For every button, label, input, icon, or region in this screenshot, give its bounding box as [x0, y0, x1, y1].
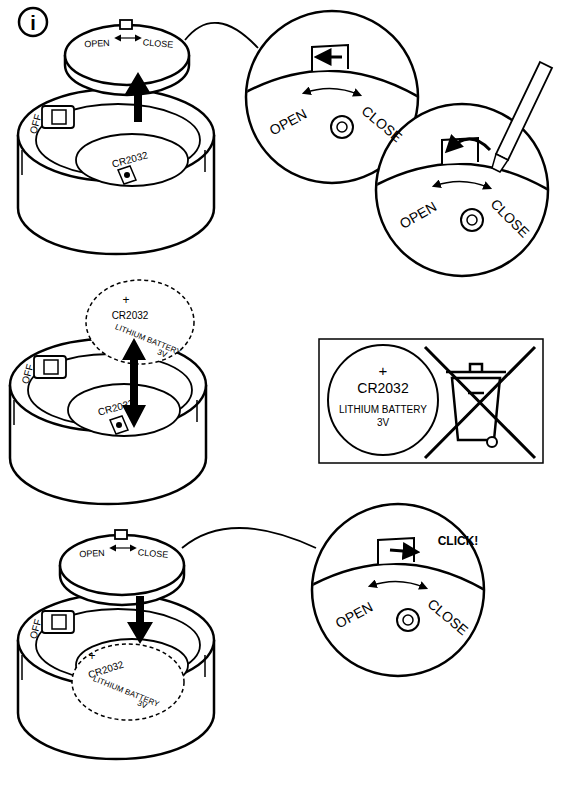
battery [328, 345, 438, 455]
printed-label: LITHIUM BATTERY [114, 323, 182, 357]
leader-line [182, 528, 316, 548]
printed-label: CLOSE [488, 196, 531, 239]
device [18, 89, 214, 254]
battery-outline [72, 644, 184, 720]
printed-label: CR2032 [112, 311, 149, 321]
printed-label: OPEN [84, 39, 110, 49]
info-symbol: i [30, 13, 36, 33]
printed-label: CLOSE [359, 103, 404, 144]
printed-label: OPEN [333, 600, 375, 631]
printed-label: 3V [377, 418, 389, 428]
printed-label: CLOSE [425, 596, 470, 637]
printed-label: 3V [136, 699, 148, 710]
magnifier-view [303, 504, 493, 676]
printed-label: LITHIUM BATTERY [339, 405, 427, 415]
printed-label: CR2032 [97, 398, 135, 417]
printed-label: CLOSE [137, 548, 168, 560]
printed-label: OPEN [79, 549, 105, 559]
battery-lid [65, 20, 189, 95]
printed-label: OFF [21, 363, 36, 385]
pry-arrow [448, 139, 490, 150]
slide-arrow [390, 550, 416, 552]
bin-wheel [487, 437, 497, 447]
printed-label: + [122, 294, 129, 306]
disposal-box [319, 339, 543, 463]
printed-label: CLOSE [142, 38, 173, 50]
cross-out [425, 347, 535, 458]
leader-line [185, 23, 258, 48]
printed-label: OFF [29, 113, 44, 135]
screwdriver [496, 62, 552, 160]
waste-bin [452, 378, 500, 440]
printed-label: OPEN [397, 199, 438, 231]
printed-label: + [379, 363, 388, 378]
printed-label: LITHIUM BATTERY [92, 675, 160, 709]
printed-label: 3V [156, 348, 168, 359]
info-icon [19, 8, 47, 36]
printed-label: CLICK! [438, 535, 479, 547]
insert-arrow [127, 596, 153, 644]
lift-arrow [125, 72, 151, 122]
device [18, 594, 214, 759]
printed-label: + [88, 650, 95, 662]
slide-arrow [318, 56, 342, 59]
printed-label: OPEN [267, 107, 309, 138]
printed-label: CR2032 [111, 150, 149, 169]
printed-label: OFF [29, 618, 44, 640]
insert-remove-arrow [122, 338, 146, 428]
printed-label: CR2032 [357, 381, 408, 395]
battery-lid [60, 530, 184, 605]
screwdriver-tip [492, 154, 508, 172]
device [10, 339, 206, 504]
